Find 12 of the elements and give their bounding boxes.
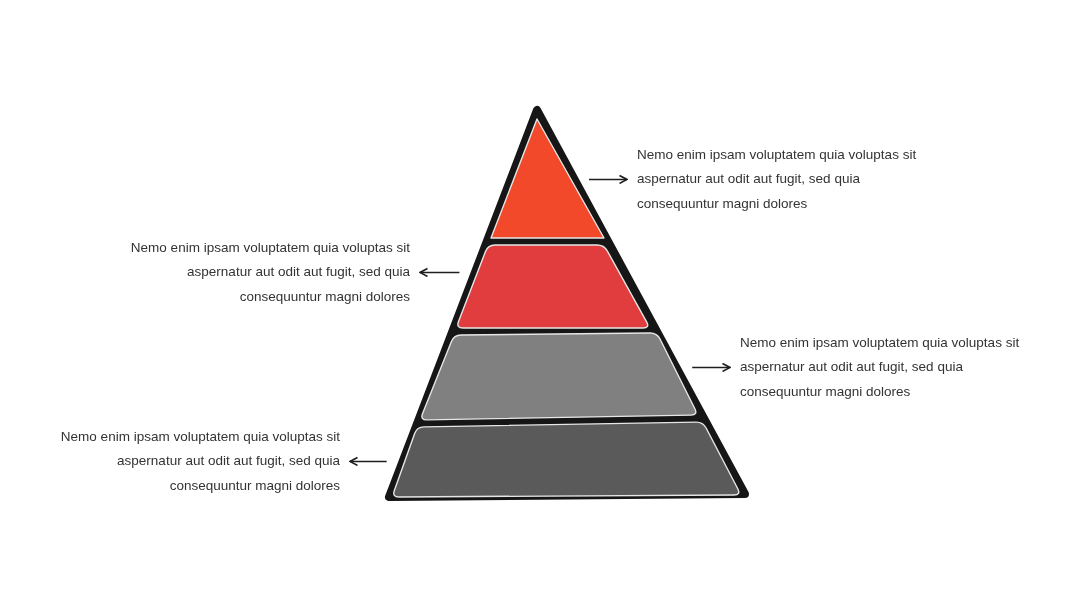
arrow xyxy=(349,456,388,467)
pyramid-tier xyxy=(421,332,697,421)
pyramid-tier xyxy=(457,244,649,329)
arrow xyxy=(419,267,461,278)
pyramid-tier xyxy=(490,118,605,239)
description-text: Nemo enim ipsam voluptatem quia voluptas sit aspernatur aut odit aut fugit, sed quia consequuntur magni dolores xyxy=(129,239,410,306)
description-text: Nemo enim ipsam voluptatem quia voluptas sit aspernatur aut odit aut fugit, sed quia consequuntur magni dolores xyxy=(740,334,1021,401)
description-text: Nemo enim ipsam voluptatem quia voluptas sit aspernatur aut odit aut fugit, sed quia consequuntur magni dolores xyxy=(637,146,918,213)
description-text: Nemo enim ipsam voluptatem quia voluptas sit aspernatur aut odit aut fugit, sed quia consequuntur magni dolores xyxy=(59,428,340,495)
pyramid-tier xyxy=(393,421,740,498)
arrow xyxy=(691,362,731,373)
arrow xyxy=(588,174,628,185)
